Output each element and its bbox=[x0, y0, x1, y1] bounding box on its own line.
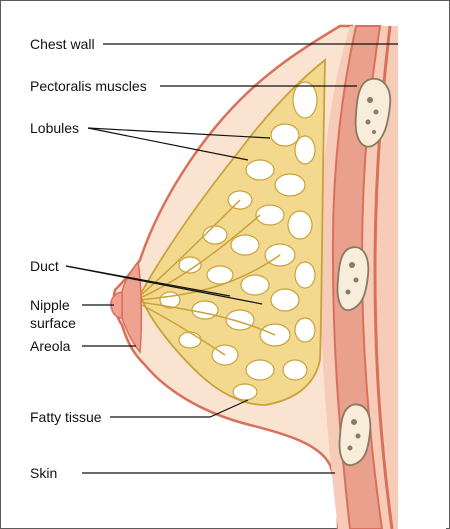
rib-upper bbox=[354, 77, 392, 148]
label-surface: surface bbox=[30, 315, 76, 331]
label-nipple: Nipple bbox=[30, 297, 70, 313]
rib-middle bbox=[336, 246, 370, 311]
nipple bbox=[110, 291, 123, 319]
areola bbox=[121, 260, 143, 354]
label-duct: Duct bbox=[30, 258, 59, 274]
ducts bbox=[139, 199, 281, 356]
label-chest-wall: Chest wall bbox=[30, 36, 95, 52]
leader-lobules-2 bbox=[87, 127, 271, 139]
chest-wall-right bbox=[398, 26, 446, 529]
leader-lobules bbox=[87, 127, 249, 161]
glandular-tissue bbox=[139, 58, 326, 406]
rib-lower bbox=[338, 403, 372, 466]
leader-duct-2 bbox=[65, 265, 231, 297]
label-lobules: Lobules bbox=[30, 120, 79, 136]
label-areola: Areola bbox=[30, 338, 71, 354]
label-pectoralis-muscles: Pectoralis muscles bbox=[30, 78, 147, 94]
label-fatty-tissue: Fatty tissue bbox=[30, 409, 102, 425]
label-skin: Skin bbox=[30, 465, 57, 481]
leader-fatty-tissue bbox=[110, 399, 249, 418]
